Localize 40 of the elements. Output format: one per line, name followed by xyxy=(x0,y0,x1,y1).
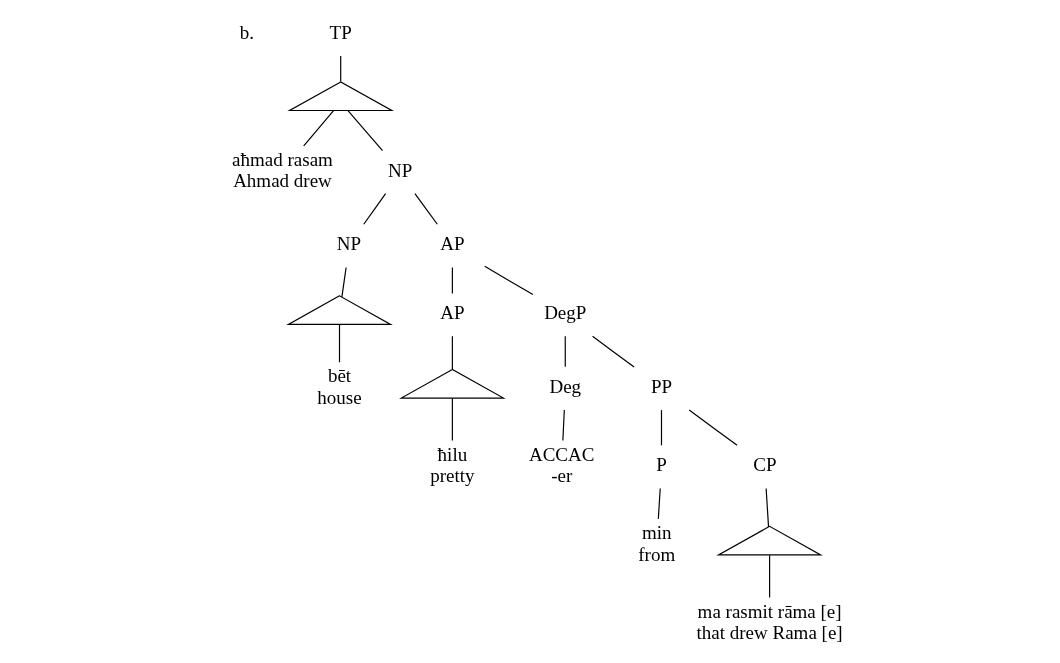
connector xyxy=(657,487,661,520)
connector xyxy=(660,409,662,446)
connector xyxy=(340,266,347,298)
connector xyxy=(451,266,453,295)
connector xyxy=(451,335,453,370)
connector xyxy=(688,409,738,446)
node-text: aħmad rasam Ahmad drew xyxy=(231,149,333,192)
node-text: NP xyxy=(336,233,361,255)
connector xyxy=(338,324,340,363)
node-text: PP xyxy=(650,376,672,398)
node-text: NP xyxy=(387,159,412,181)
node-triangle xyxy=(715,525,823,556)
connector xyxy=(765,487,769,528)
label: b. xyxy=(239,21,254,43)
node-text: P xyxy=(655,454,667,476)
connector xyxy=(768,554,770,599)
node-text: AP xyxy=(439,302,465,324)
node-text: Deg xyxy=(548,376,581,398)
connector xyxy=(339,55,341,83)
connector xyxy=(591,335,635,368)
connector xyxy=(483,265,533,296)
connector xyxy=(346,110,383,152)
connector xyxy=(564,335,566,368)
node-triangle xyxy=(398,368,506,399)
connector xyxy=(561,409,565,442)
node-triangle xyxy=(285,295,393,325)
node-text: ħilu pretty xyxy=(429,443,475,487)
connector xyxy=(413,193,438,225)
node-triangle xyxy=(286,81,394,112)
node-text: bēt house xyxy=(316,365,362,408)
node-text: min from xyxy=(637,522,675,565)
node-text: AP xyxy=(439,233,465,255)
node-text: CP xyxy=(752,454,776,476)
node-text: ACCAC -er xyxy=(528,443,594,487)
connector xyxy=(362,193,386,225)
connector xyxy=(451,397,453,442)
connector xyxy=(302,110,334,147)
node-text: ma rasmit rāma [e] that drew Rama [e] xyxy=(696,600,843,643)
node-text: TP xyxy=(329,21,352,43)
node-text: DegP xyxy=(543,302,586,324)
